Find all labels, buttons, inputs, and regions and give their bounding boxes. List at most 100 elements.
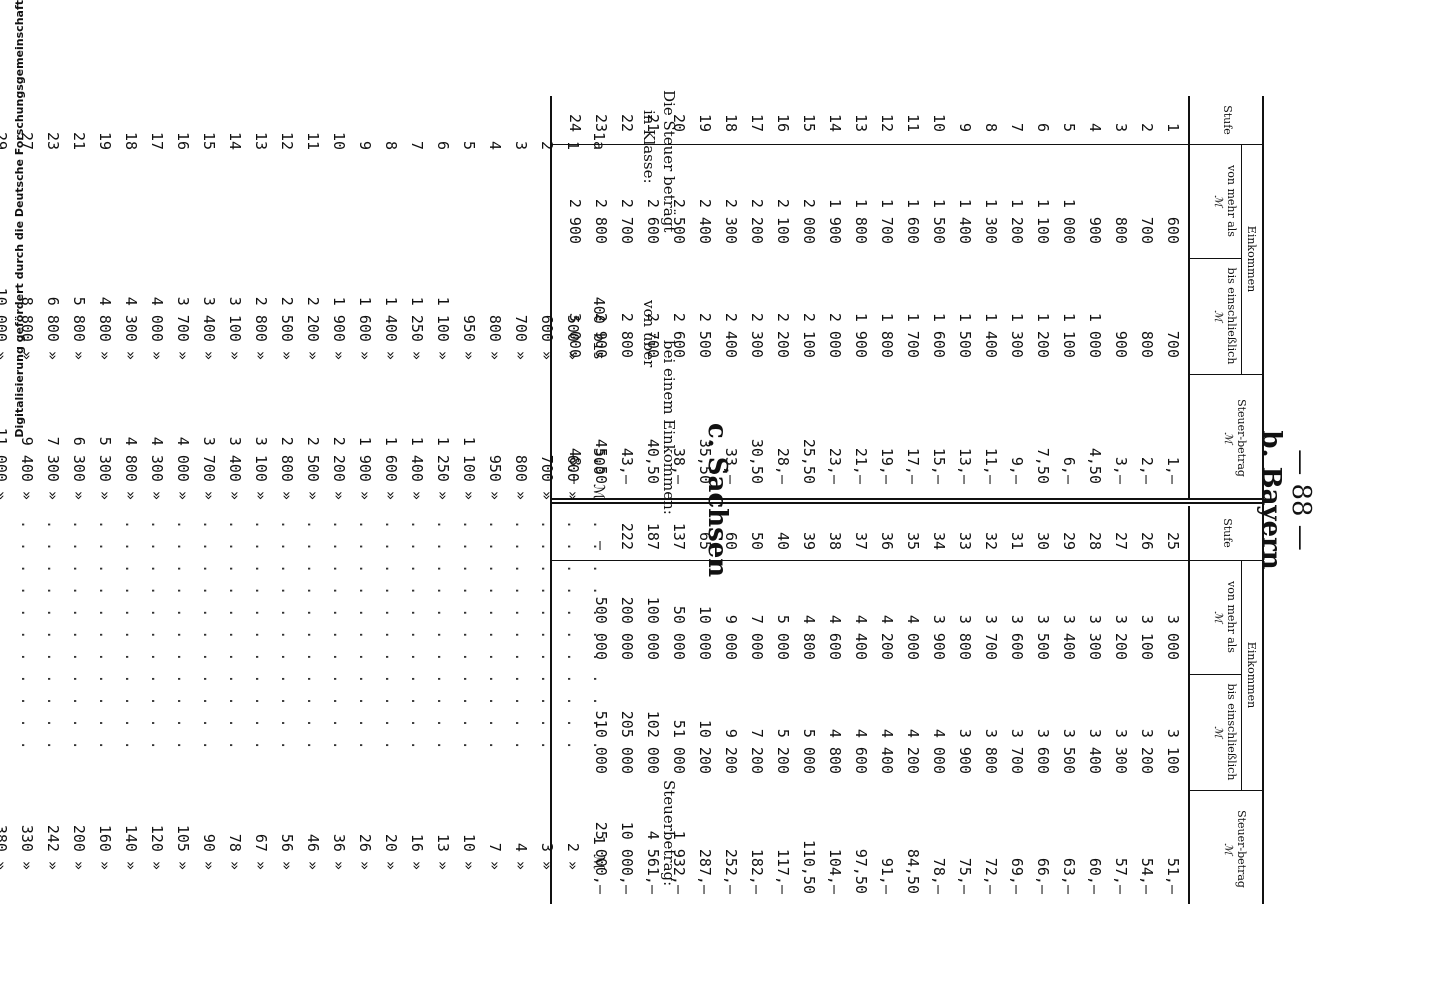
steuer-cell: 19,— (878, 447, 896, 484)
steuerbetrag-cell: 140 » (122, 824, 140, 870)
list-item: 101 900 »2 200 »36 ». . . . . . . . . . … (322, 90, 348, 890)
steuer-cell: 54,— (1138, 857, 1156, 894)
steuer-cell: 78,— (930, 857, 948, 894)
list-item: 163 700 »4 000 »105 ». . . . . . . . . .… (166, 90, 192, 890)
leader-dots: . . . . . . . . . . . . . . . . . . . . … (538, 520, 556, 750)
von-cell: 1 800 (852, 198, 870, 244)
steuer-cell: 10 000,— (618, 821, 636, 894)
bis-cell: 3 100 (1164, 728, 1182, 774)
bis-cell: 3 800 (982, 728, 1000, 774)
page-number: — 88 — (1286, 449, 1316, 551)
steuerbetrag-cell: 200 » (70, 824, 88, 870)
bis-cell: 4 300 » (148, 436, 166, 500)
list-item: 71 250 »1 400 »16 ». . . . . . . . . . .… (400, 90, 426, 890)
bis-cell: 7 300 » (44, 436, 62, 500)
leader-dots: . . . . . . . . . . . . . . . . . . . . … (564, 520, 582, 750)
von-ueber-cell: 800 » (486, 314, 504, 360)
bis-cell: 3 900 (956, 728, 974, 774)
bis-cell: 1 400 (982, 312, 1000, 358)
leader-dots: . . . . . . . . . . . . . . . . . . . . … (382, 520, 400, 750)
von-ueber-cell: 2 800 » (252, 296, 270, 360)
steuer-cell: 60,— (1086, 857, 1104, 894)
steuer-cell: 66,— (1034, 857, 1052, 894)
bis-cell: 1 400 » (408, 436, 426, 500)
bis-cell: 4 800 » (122, 436, 140, 500)
steuer-cell: 25,50 (800, 438, 818, 484)
bis-cell: 2 100 (800, 312, 818, 358)
von-cell: 1 200 (1008, 198, 1026, 244)
bis-cell: 1 000 (1086, 312, 1104, 358)
klasse-cell: 9 (356, 140, 374, 150)
steuer-cell: 72,— (982, 857, 1000, 894)
steuerbetrag-cell: 242 » (44, 824, 62, 870)
bis-cell: 7 200 (748, 728, 766, 774)
bis-cell: 1 300 (1008, 312, 1026, 358)
leader-dots: . . . . . . . . . . . . . . . . . . . . … (304, 520, 322, 750)
von-cell: 1 300 (982, 198, 1000, 244)
von-ueber-cell: 950 » (460, 314, 478, 360)
von-ueber-cell: 3 100 » (226, 296, 244, 360)
bis-cell: 205 000 (618, 710, 636, 774)
klasse-cell: 6 (434, 140, 452, 150)
von-cell: 4 800 (800, 614, 818, 660)
steuerbetrag-cell: 16 » (408, 833, 426, 870)
von-cell: 2 200 (748, 198, 766, 244)
bis-cell: 3 400 (1086, 728, 1104, 774)
bis-cell: 3 100 » (252, 436, 270, 500)
steuer-cell: 13,— (956, 447, 974, 484)
von-cell: 2 000 (800, 198, 818, 244)
leader-dots: . . . . . . . . . . . . . . . . . . . . … (590, 520, 608, 750)
von-cell: 3 800 (956, 614, 974, 660)
bis-cell: 5 200 (774, 728, 792, 774)
stufe-cell: 38 (826, 531, 844, 550)
section-title-sachsen: c. Sachsen (702, 422, 732, 578)
bis-cell: 2 800 (618, 312, 636, 358)
bis-cell: 600 » (564, 454, 582, 500)
von-cell: 3 400 (1060, 614, 1078, 660)
stufe-cell: 8 (982, 122, 1000, 132)
steuerbetrag-cell: 105 » (174, 824, 192, 870)
von-ueber-cell: 1 900 » (330, 296, 348, 360)
stufe-cell: 15 (800, 113, 818, 132)
von-cell: 4 600 (826, 614, 844, 660)
list-item: 143 100 »3 400 »78 ». . . . . . . . . . … (218, 90, 244, 890)
stufe-cell: 7 (1008, 122, 1026, 132)
stufe-cell: 33 (956, 531, 974, 550)
bis-cell: 1 200 (1034, 312, 1052, 358)
von-cell: 2 700 (618, 198, 636, 244)
header-einkommen: Einkommen (1245, 225, 1258, 293)
steuer-cell: 9,— (1008, 456, 1026, 484)
stufe-cell: 10 (930, 113, 948, 132)
stufe-cell: 5 (1060, 122, 1078, 132)
klasse-cell: 1a (590, 131, 608, 150)
bis-cell: 5 300 » (96, 436, 114, 500)
von-ueber-cell: 400 bis (590, 296, 608, 360)
von-cell: 2 100 (774, 198, 792, 244)
steuer-cell: 182,— (748, 848, 766, 894)
klasse-cell: 12 (278, 131, 296, 150)
von-ueber-cell: 2 500 » (278, 296, 296, 360)
bis-cell: 900 (1112, 330, 1130, 358)
klasse-cell: 4 (486, 140, 504, 150)
table-row: 15 2 000 2 100 25,50 (792, 96, 818, 500)
bis-cell: 1 100 » (460, 436, 478, 500)
stufe-cell: 4 (1086, 122, 1104, 132)
